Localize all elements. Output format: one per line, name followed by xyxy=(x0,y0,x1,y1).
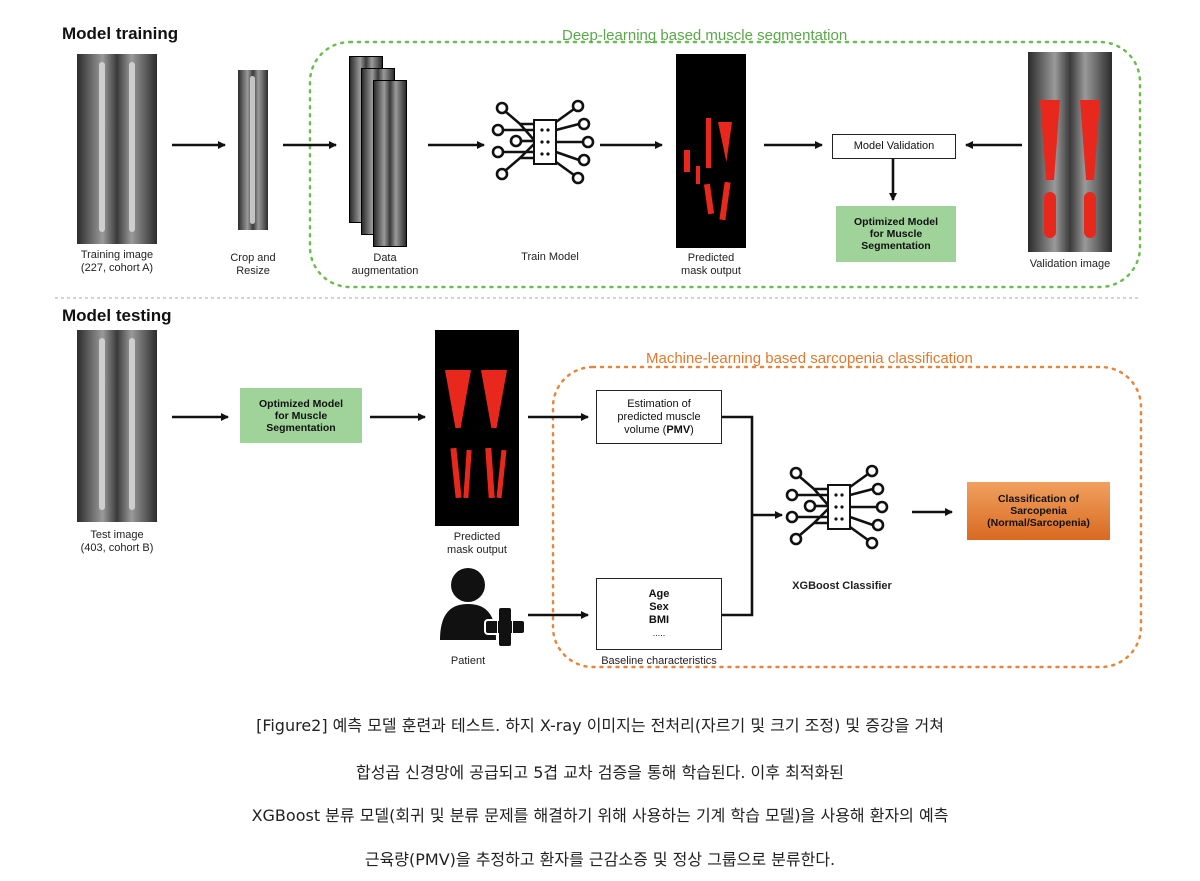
data-augmentation-label: Data augmentation xyxy=(351,252,419,277)
baseline-item: ..... xyxy=(652,628,666,638)
train-model-label: Train Model xyxy=(521,251,579,263)
baseline-characteristics-label: Baseline characteristics xyxy=(601,655,717,667)
optimized-model-box-training: Optimized Model for Muscle Segmentation xyxy=(836,206,956,262)
caption-line-4: 근육량(PMV)을 추정하고 환자를 근감소증 및 정상 그룹으로 분류한다. xyxy=(364,850,836,869)
augmented-image-3 xyxy=(373,80,407,247)
validation-image-label: Validation image xyxy=(1029,258,1111,270)
validation-image xyxy=(1028,52,1112,252)
cropped-xray-image xyxy=(238,70,268,230)
baseline-item: Sex xyxy=(649,601,669,613)
test-image-label: Test image (403, cohort B) xyxy=(80,529,154,554)
deep-learning-region-title: Deep-learning based muscle segmentation xyxy=(562,27,848,44)
model-testing-title: Model testing xyxy=(62,306,172,325)
caption-line-1: [Figure2] 예측 모델 훈련과 테스트. 하지 X-ray 이미지는 전… xyxy=(256,716,944,735)
estimation-pmv-box: Estimation of predicted muscle volume (P… xyxy=(596,390,722,444)
patient-label: Patient xyxy=(450,655,486,667)
neural-network-icon xyxy=(785,464,889,550)
machine-learning-region-title: Machine-learning based sarcopenia classi… xyxy=(646,350,973,367)
baseline-item: Age xyxy=(648,588,670,600)
training-image-label: Training image (227, cohort A) xyxy=(80,249,154,274)
optimized-model-box-testing: Optimized Model for Muscle Segmentation xyxy=(240,388,362,443)
classification-sarcopenia-box: Classification of Sarcopenia (Normal/Sar… xyxy=(967,482,1110,540)
patient-add-icon xyxy=(440,568,526,648)
caption-line-2: 합성곱 신경망에 공급되고 5겹 교차 검증을 통해 학습된다. 이후 최적화된 xyxy=(356,763,844,782)
predicted-mask-testing xyxy=(435,330,519,526)
training-xray-image xyxy=(77,54,157,244)
model-validation-box: Model Validation xyxy=(832,134,956,159)
caption-line-3: XGBoost 분류 모델(회귀 및 분류 문제를 해결하기 위해 사용하는 기… xyxy=(251,806,949,825)
baseline-item: BMI xyxy=(648,614,670,626)
test-xray-image xyxy=(77,330,157,522)
predicted-mask-testing-label: Predicted mask output xyxy=(447,531,507,556)
neural-network-icon xyxy=(491,99,595,185)
predicted-mask-training xyxy=(676,54,746,248)
crop-resize-label: Crop and Resize xyxy=(230,252,276,277)
predicted-mask-training-label: Predicted mask output xyxy=(681,252,741,277)
xgboost-classifier-label: XGBoost Classifier xyxy=(792,580,892,592)
baseline-characteristics-box: Age Sex BMI ..... xyxy=(596,578,722,650)
model-training-title: Model training xyxy=(62,24,179,43)
